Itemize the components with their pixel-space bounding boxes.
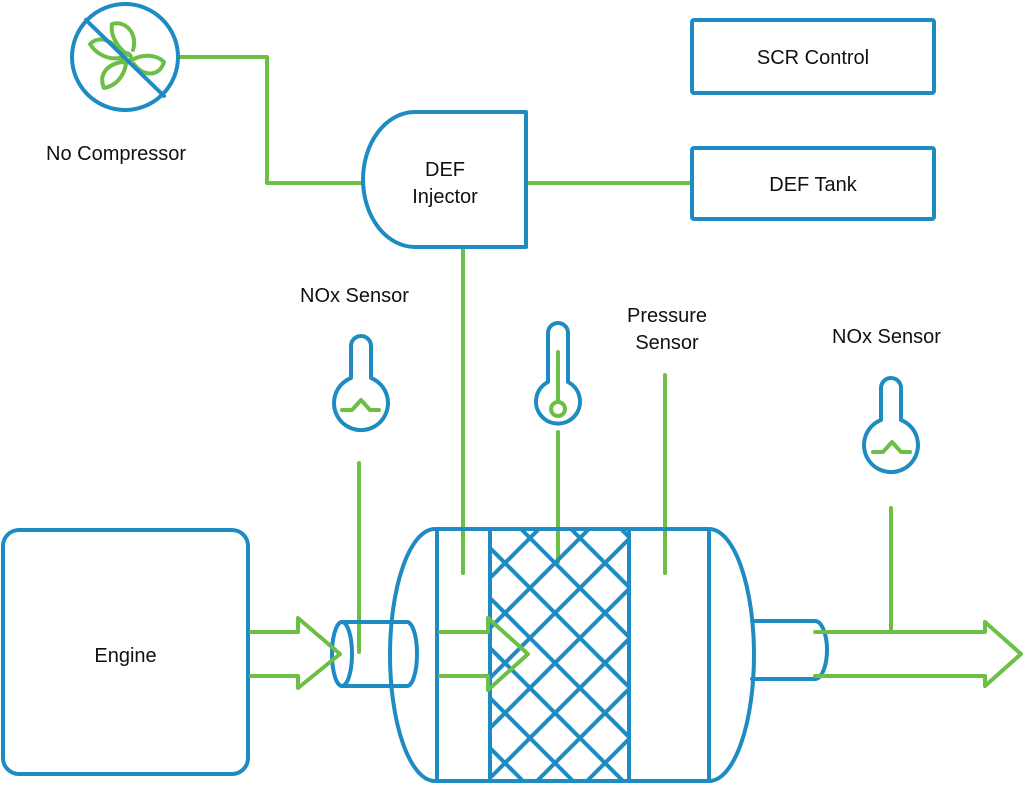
nox-sensor-left-icon: [332, 334, 390, 432]
pressure-sensor-label-line2: Sensor: [635, 332, 699, 354]
engine-exhaust-arrow: [249, 616, 342, 690]
outlet-pipe: [750, 619, 829, 681]
engine-label: Engine: [94, 645, 157, 667]
catalyst-mesh: [490, 528, 629, 781]
no-compressor-fan-icon: [70, 2, 180, 112]
thermometer-icon: [534, 321, 582, 426]
no-compressor-label: No Compressor: [46, 143, 187, 165]
def-injector-label-line1: DEF: [425, 159, 465, 181]
scr-catalyst-housing: [388, 527, 756, 783]
def-tank-label: DEF Tank: [769, 174, 857, 196]
outlet-flow-arrow: [813, 620, 1023, 688]
nox-sensor-right-label: NOx Sensor: [832, 326, 941, 348]
scr-control-label: SCR Control: [756, 47, 870, 69]
nox-sensor-right-icon: [862, 376, 920, 474]
scr-control-box: [690, 18, 936, 95]
def-tank-box: [690, 146, 936, 221]
pressure-sensor-label-line1: Pressure: [626, 305, 708, 327]
def-injector-label-line2: Injector: [412, 186, 478, 208]
connector-lines: [178, 55, 893, 654]
nox-sensor-left-label: NOx Sensor: [300, 285, 409, 307]
fan-to-injector-line: [178, 55, 364, 185]
inlet-pipe: [330, 620, 419, 688]
def-injector-box: [361, 110, 528, 249]
inner-flow-arrow: [438, 616, 530, 692]
engine-box: [1, 528, 250, 776]
flow-arrows: [249, 616, 1023, 692]
